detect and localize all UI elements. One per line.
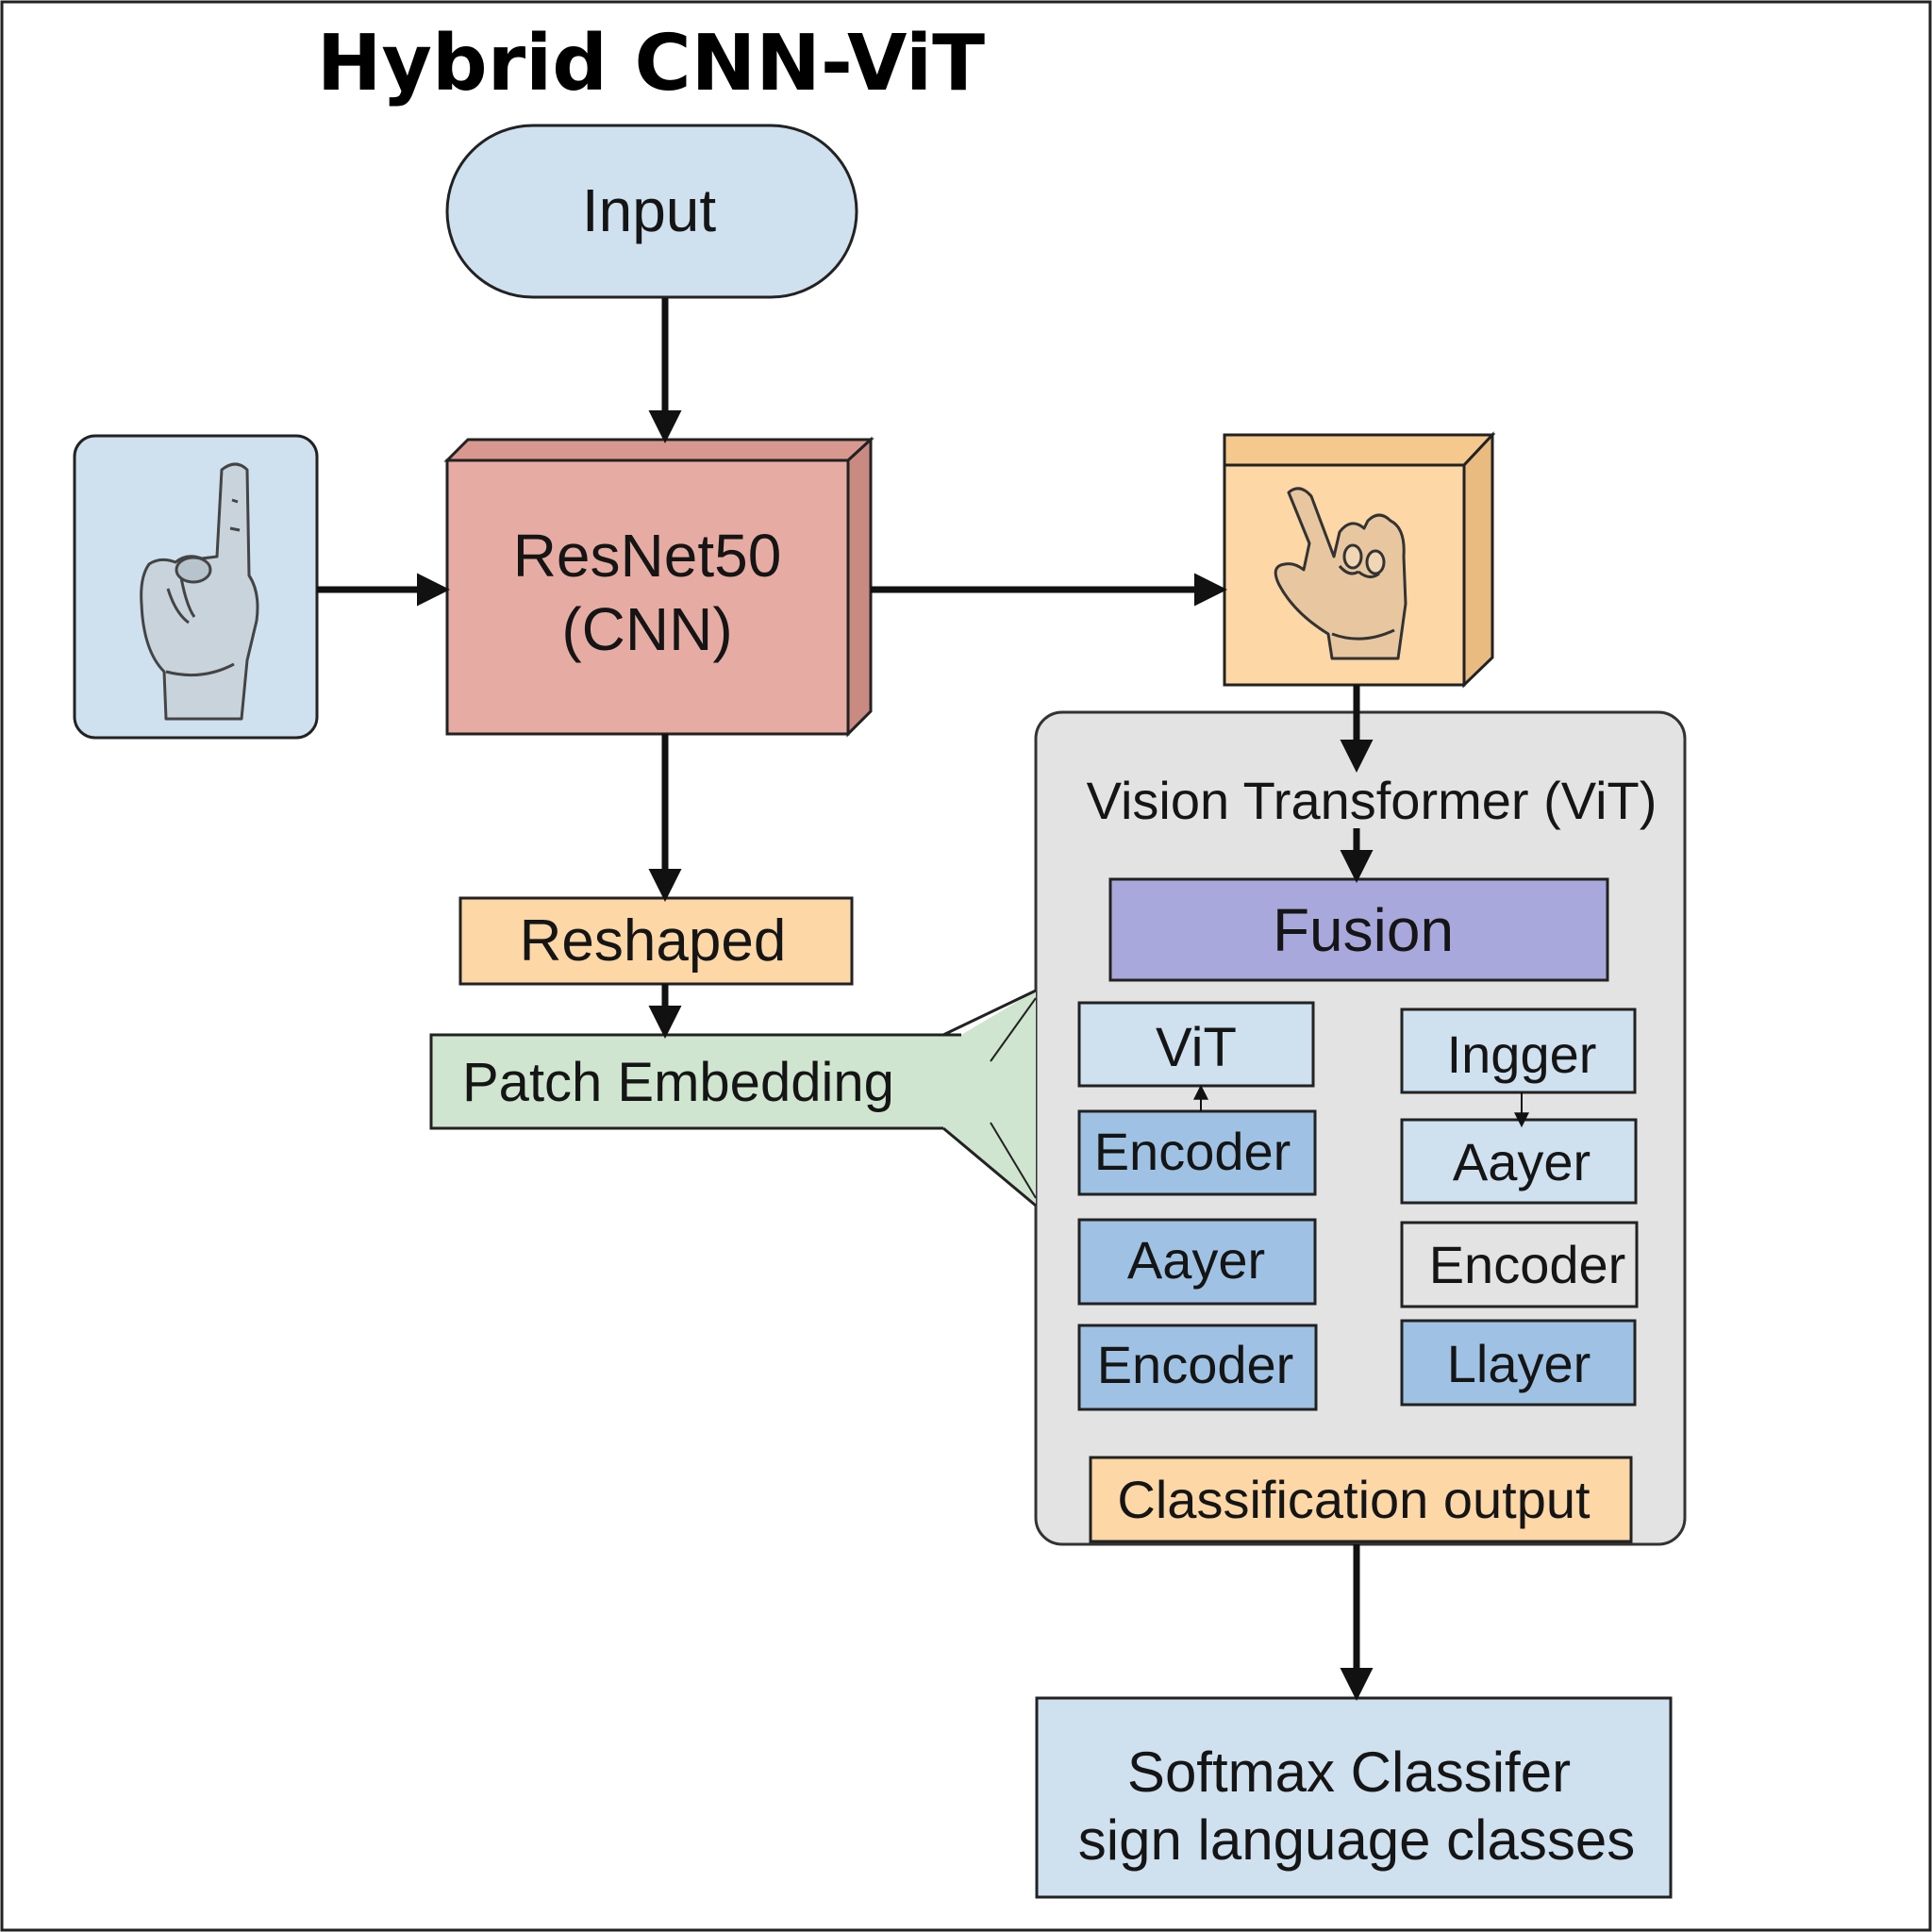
resnet-label-line1: ResNet50 (513, 522, 782, 590)
stack-arrows (1193, 1084, 1529, 1128)
left-stack-box-2 (1077, 1109, 1317, 1196)
left-stack-label-3: Aayer (1127, 1230, 1265, 1290)
hand-pointing-up-icon (140, 462, 259, 721)
input-label: Input (582, 176, 717, 244)
patch-embedding-label: Patch Embedding (462, 1052, 894, 1113)
right-stack-label-2: Aayer (1453, 1132, 1591, 1191)
right-stack-label-1: Ingger (1447, 1024, 1597, 1084)
fusion-node: Fusion (1108, 877, 1609, 982)
fusion-label: Fusion (1273, 896, 1454, 964)
flow-arrows (317, 298, 1374, 1701)
right-stack-box-2 (1400, 1118, 1638, 1205)
right-encoder-stack: Ingger Aayer Encoder Llayer (1400, 1008, 1639, 1407)
softmax-classifier-node: Softmax Classifer sign language classes (1035, 1696, 1673, 1899)
input-node: Input (445, 124, 858, 299)
softmax-label-line1: Softmax Classifer (1127, 1740, 1571, 1804)
resnet50-node: ResNet50 (CNN) (443, 436, 874, 738)
reshaped-label: Reshaped (520, 908, 787, 974)
left-stack-label-1: ViT (1156, 1017, 1237, 1078)
reshaped-node: Reshaped (458, 896, 854, 986)
hand-sign-icon (1274, 487, 1407, 660)
left-stack-label-4: Encoder (1097, 1335, 1294, 1394)
softmax-label-line2: sign language classes (1078, 1808, 1635, 1872)
feature-map-node (1223, 431, 1496, 689)
left-stack-label-2: Encoder (1094, 1122, 1291, 1181)
patch-embedding-node: Patch Embedding (429, 989, 1037, 1208)
left-stack-box-3 (1077, 1218, 1317, 1306)
input-image-node (73, 434, 319, 740)
right-stack-box-4 (1400, 1319, 1637, 1407)
right-stack-label-3: Encoder (1429, 1235, 1626, 1294)
classification-output-node: Classification output (1089, 1456, 1633, 1543)
left-encoder-stack: ViT Encoder Aayer Encoder (1077, 1001, 1318, 1411)
left-stack-box-4 (1077, 1324, 1318, 1411)
right-stack-box-3 (1400, 1221, 1639, 1308)
vit-container-label: Vision Transformer (ViT) (1087, 771, 1657, 830)
diagram-title: Hybrid CNN-ViT (317, 19, 985, 108)
right-stack-label-4: Llayer (1447, 1334, 1591, 1393)
classification-output-label: Classification output (1117, 1470, 1591, 1529)
resnet-label-line2: (CNN) (561, 595, 732, 663)
right-stack-box-1 (1400, 1008, 1637, 1094)
left-stack-box-1 (1077, 1001, 1315, 1088)
